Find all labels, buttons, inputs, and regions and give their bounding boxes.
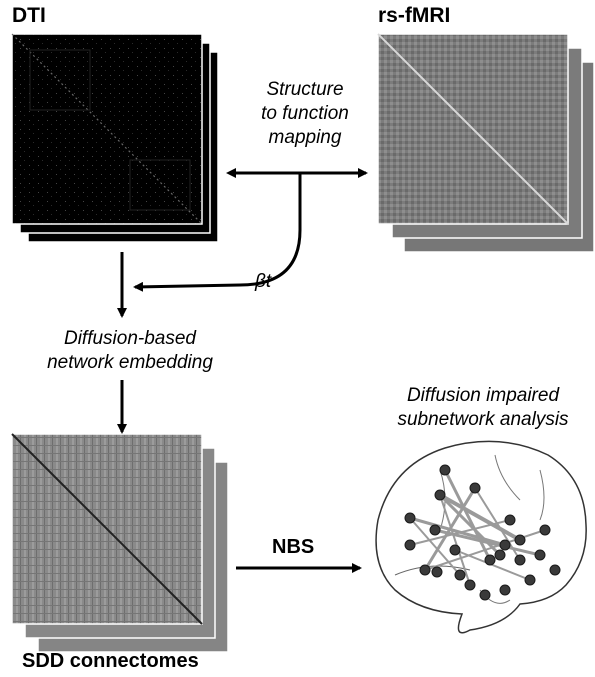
rsfmri-matrix-stack <box>377 33 595 253</box>
analysis-label: Diffusion impaired subnetwork analysis <box>378 384 588 432</box>
beta-t-curve-arrow <box>133 173 302 292</box>
mapping-label-line1: Structure <box>266 79 344 100</box>
dti-matrix-stack <box>11 33 219 243</box>
sdd-title: SDD connectomes <box>22 650 199 672</box>
embedding-label-line1: Diffusion-based <box>63 328 197 349</box>
embedding-label: Diffusion-based network embedding <box>20 327 240 375</box>
nbs-label: NBS <box>272 536 315 558</box>
analysis-label-line1: Diffusion impaired <box>406 385 560 406</box>
brain-network-illustration <box>375 440 587 634</box>
mapping-label-line2: to function <box>261 103 349 124</box>
rsfmri-title: rs-fMRI <box>378 4 451 27</box>
mapping-label-line3: mapping <box>268 127 342 148</box>
analysis-label-line2: subnetwork analysis <box>397 409 569 430</box>
embedding-label-line2: network embedding <box>47 352 213 373</box>
dti-title: DTI <box>12 4 46 27</box>
mapping-label: Structure to function mapping <box>240 78 370 150</box>
sdd-matrix-stack <box>11 433 229 653</box>
